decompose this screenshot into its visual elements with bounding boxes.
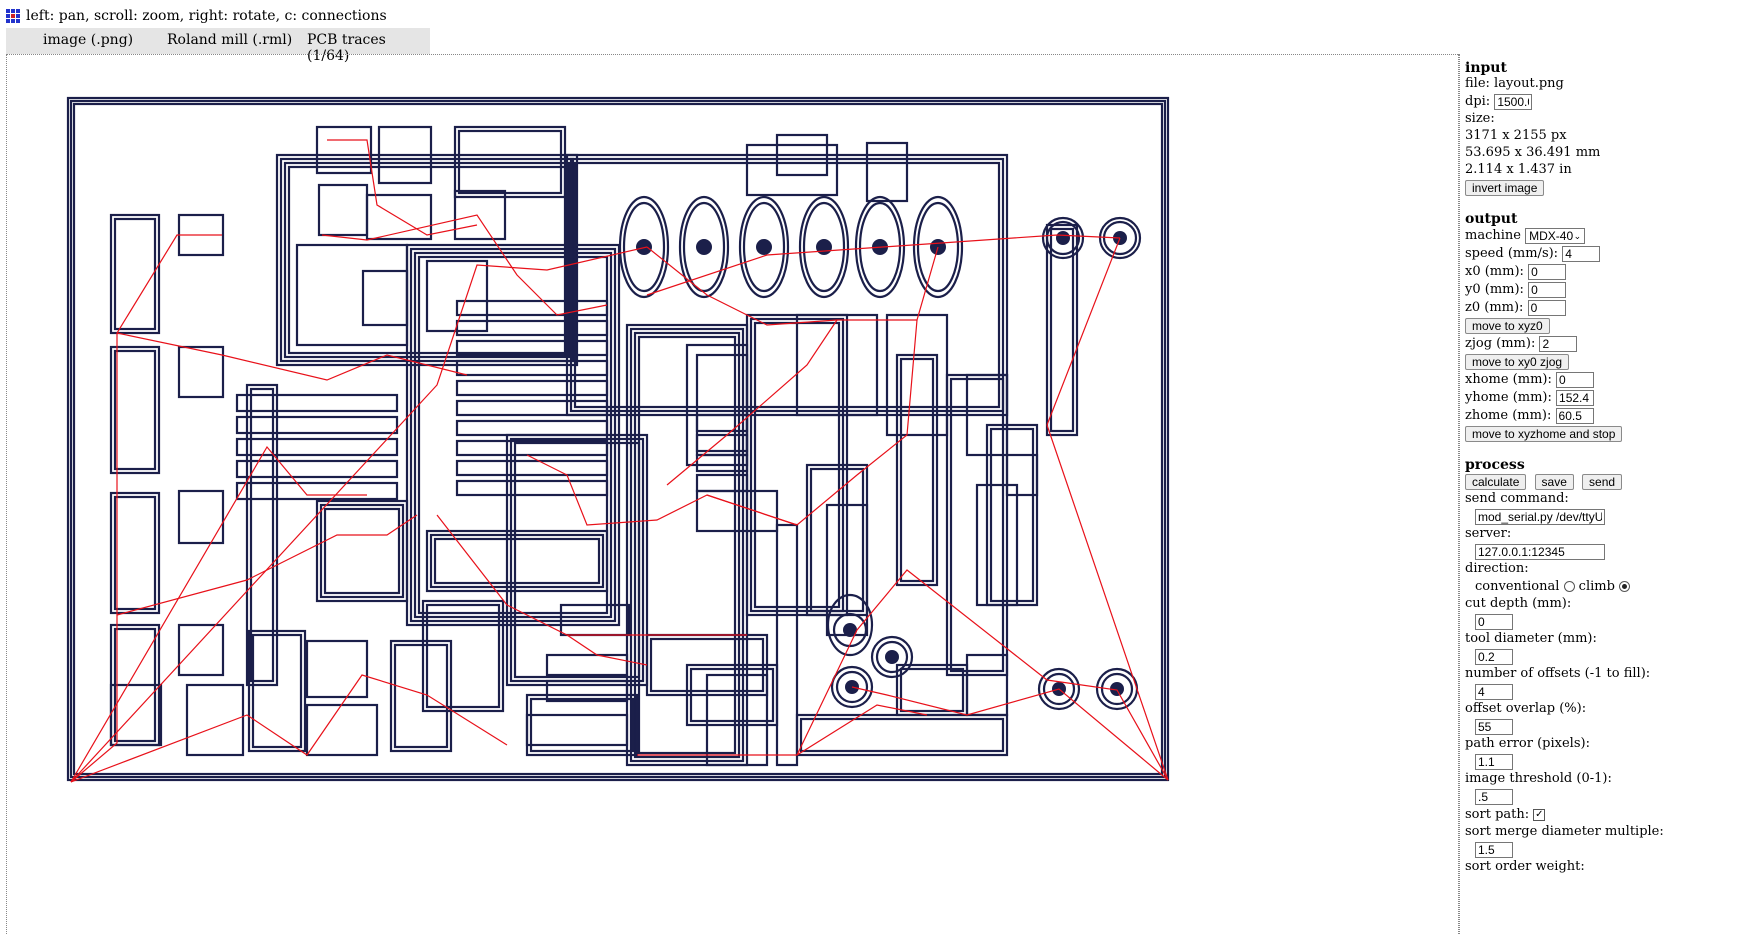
dpi-input[interactable] (1494, 93, 1533, 110)
size-mm: 53.695 x 36.491 mm (1465, 145, 1601, 160)
offsets-label: number of offsets (-1 to fill): (1465, 666, 1651, 681)
settings-panel: input file: layout.png dpi: size: 3171 x… (1458, 54, 1757, 934)
machine-row: machine MDX-40 ⌄ (1465, 227, 1757, 245)
overlap-label: offset overlap (%): (1465, 701, 1587, 716)
connection-lines (70, 139, 1169, 783)
conventional-label: conventional (1475, 579, 1560, 594)
menu-pcb-traces[interactable]: PCB traces (1/64) (307, 32, 386, 64)
dpi-label: dpi: (1465, 94, 1491, 109)
size-in: 2.114 x 1.437 in (1465, 162, 1572, 177)
speed-label: speed (mm/s): (1465, 246, 1559, 261)
y0-label: y0 (mm): (1465, 282, 1524, 297)
climb-label: climb (1578, 579, 1615, 594)
zjog-label: zjog (mm): (1465, 336, 1536, 351)
machine-value: MDX-40 (1529, 228, 1574, 243)
toolpath-view[interactable] (7, 55, 1459, 935)
move-xy0-zjog-button[interactable]: move to xy0 zjog (1465, 353, 1570, 370)
size-label: size: (1465, 111, 1495, 126)
grid-logo-icon (6, 9, 20, 23)
sort-path-checkbox[interactable]: ✓ (1533, 808, 1546, 821)
send-command-input[interactable] (1475, 508, 1605, 525)
calculate-button[interactable]: calculate (1465, 473, 1527, 490)
cut-depth-label: cut depth (mm): (1465, 596, 1572, 611)
send-button[interactable]: send (1582, 473, 1623, 490)
menu-image-png[interactable]: image (.png) (43, 32, 134, 48)
z0-input[interactable] (1527, 299, 1566, 316)
menu-bar: image (.png) Roland mill (.rml) PCB trac… (6, 28, 430, 64)
path-error-input[interactable] (1475, 753, 1513, 770)
xhome-input[interactable] (1556, 371, 1595, 388)
threshold-label: image threshold (0-1): (1465, 771, 1612, 786)
overlap-input[interactable] (1475, 718, 1513, 735)
top-bar: left: pan, scroll: zoom, right: rotate, … (0, 0, 1757, 28)
yhome-label: yhome (mm): (1465, 390, 1552, 405)
z0-label: z0 (mm): (1465, 300, 1524, 315)
process-section-title: process (1465, 457, 1525, 473)
tool-diameter-label: tool diameter (mm): (1465, 631, 1597, 646)
x0-input[interactable] (1528, 263, 1567, 280)
climb-radio[interactable] (1619, 581, 1631, 592)
chevron-down-icon: ⌄ (1573, 230, 1582, 241)
zjog-input[interactable] (1539, 335, 1578, 352)
tool-diameter-input[interactable] (1475, 648, 1513, 665)
size-px: 3171 x 2155 px (1465, 128, 1567, 143)
merge-label: sort merge diameter multiple: (1465, 824, 1664, 839)
direction-label: direction: (1465, 561, 1529, 576)
dpi-row: dpi: (1465, 93, 1757, 111)
cut-depth-input[interactable] (1475, 613, 1513, 630)
trace-paths (66, 96, 1170, 782)
output-section-title: output (1465, 211, 1518, 227)
move-home-button[interactable]: move to xyzhome and stop (1465, 425, 1623, 442)
instructions-text: left: pan, scroll: zoom, right: rotate, … (26, 8, 387, 24)
invert-image-button[interactable]: invert image (1465, 179, 1545, 196)
menu-roland-mill[interactable]: Roland mill (.rml) (167, 32, 293, 48)
threshold-input[interactable] (1475, 788, 1513, 805)
machine-label: machine (1465, 228, 1521, 243)
offsets-input[interactable] (1475, 683, 1513, 700)
order-weight-label: sort order weight: (1465, 859, 1585, 874)
move-xyz0-button[interactable]: move to xyz0 (1465, 317, 1550, 334)
conventional-radio[interactable] (1563, 581, 1575, 592)
y0-input[interactable] (1528, 281, 1567, 298)
pad-centers (636, 231, 1127, 696)
xhome-label: xhome (mm): (1465, 372, 1552, 387)
server-input[interactable] (1475, 543, 1605, 560)
yhome-input[interactable] (1556, 389, 1595, 406)
path-error-label: path error (pixels): (1465, 736, 1590, 751)
save-button[interactable]: save (1534, 473, 1574, 490)
sort-path-label: sort path: (1465, 807, 1530, 822)
x0-label: x0 (mm): (1465, 264, 1524, 279)
speed-input[interactable] (1562, 245, 1601, 262)
server-label: server: (1465, 526, 1512, 541)
input-section-title: input (1465, 60, 1507, 76)
toolpath-canvas[interactable] (6, 54, 1460, 934)
send-command-label: send command: (1465, 491, 1569, 506)
zhome-input[interactable] (1555, 407, 1594, 424)
zhome-label: zhome (mm): (1465, 408, 1552, 423)
input-file: file: layout.png (1465, 76, 1564, 91)
merge-input[interactable] (1475, 841, 1513, 858)
machine-select[interactable]: MDX-40 ⌄ (1525, 227, 1586, 244)
